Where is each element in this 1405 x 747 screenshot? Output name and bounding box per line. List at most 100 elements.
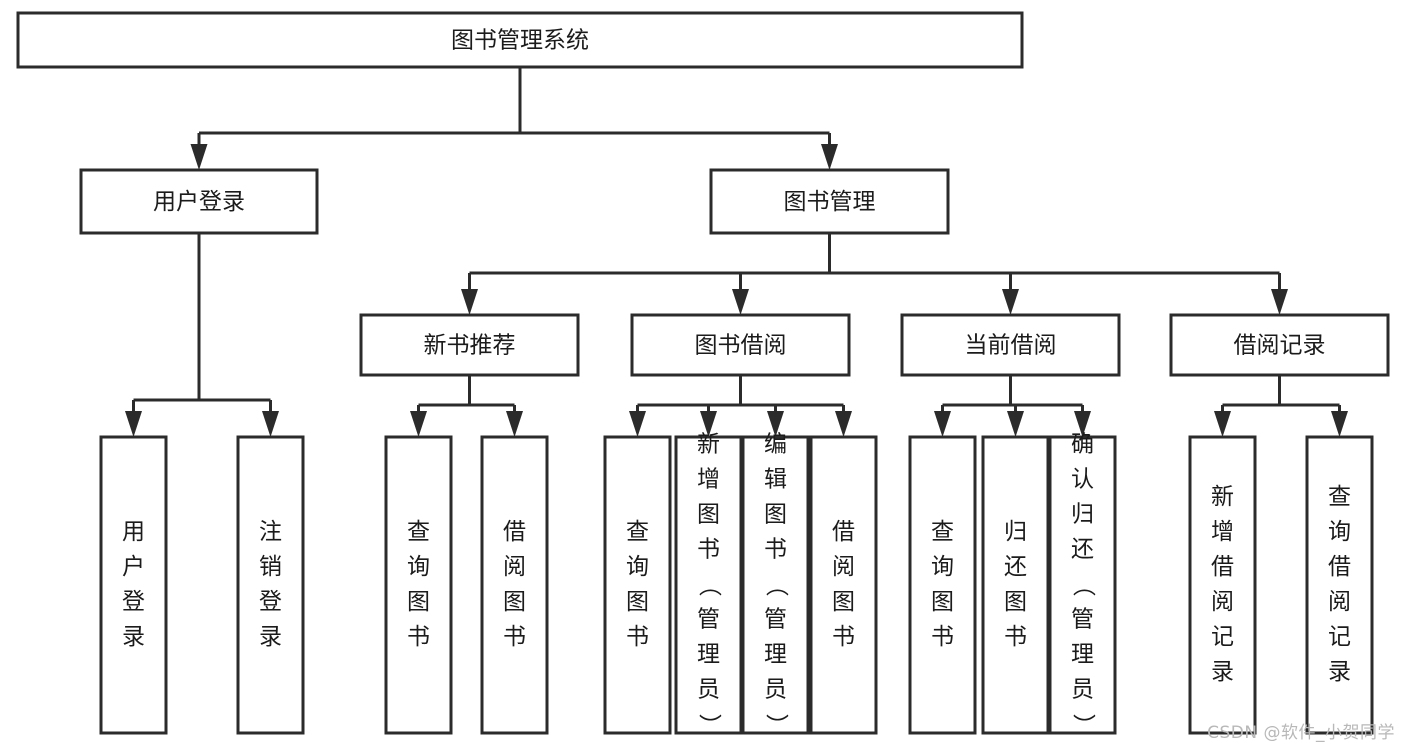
- arrow-head-icon: [1214, 411, 1231, 437]
- node-box: [741, 435, 810, 735]
- node-label-char: 询: [626, 554, 649, 580]
- node-label-char: 注: [259, 519, 282, 545]
- node-box: [900, 313, 1121, 377]
- node-current-borrow[interactable]: 当前借阅: [900, 313, 1121, 377]
- node-box: [709, 168, 950, 235]
- node-label-char: 记: [1328, 624, 1351, 650]
- arrow-head-icon: [700, 411, 717, 437]
- node-label-char: 书: [1004, 624, 1027, 650]
- node-box: [603, 435, 672, 735]
- node-label-char: 查: [626, 519, 649, 545]
- node-label-char: 询: [931, 554, 954, 580]
- node-box: [908, 435, 977, 735]
- node-label-char: 书: [832, 624, 855, 650]
- node-label-char: 归: [1071, 502, 1094, 528]
- node-box: [1188, 435, 1257, 735]
- node-borrow-record[interactable]: 借阅记录: [1169, 313, 1390, 377]
- node-user-login[interactable]: 用户登录: [79, 168, 319, 235]
- node-label-char: 图: [503, 589, 526, 615]
- node-box: [16, 11, 1024, 69]
- node-leaf-user-login[interactable]: 用户登录: [99, 435, 168, 735]
- node-book-borrow[interactable]: 图书借阅: [630, 313, 851, 377]
- arrow-head-icon: [1271, 289, 1288, 315]
- node-box: [384, 435, 453, 735]
- node-label-char: 借: [832, 519, 855, 545]
- node-label-char: 阅: [1211, 589, 1234, 615]
- node-label-char: 图: [626, 589, 649, 615]
- node-label-char: 询: [407, 554, 430, 580]
- node-label-char: 销: [259, 554, 282, 580]
- node-label-char: 认: [1071, 467, 1094, 493]
- arrow-head-icon: [461, 289, 478, 315]
- node-label-char: 编: [764, 432, 787, 458]
- node-label: 借阅记录: [1234, 333, 1326, 359]
- node-label-char: ）: [763, 714, 789, 737]
- node-box: [79, 168, 319, 235]
- node-layer: 图书管理系统用户登录图书管理新书推荐图书借阅当前借阅借阅记录用户登录注销登录查询…: [16, 11, 1390, 737]
- node-label-char: 询: [1328, 519, 1351, 545]
- node-box: [981, 435, 1050, 735]
- node-label-char: 登: [259, 589, 282, 615]
- arrow-head-icon: [1074, 411, 1091, 437]
- node-label-char: 图: [931, 589, 954, 615]
- node-label-char: 用: [122, 519, 145, 545]
- node-box: [236, 435, 305, 735]
- node-label-char: 理: [697, 642, 720, 668]
- node-label-char: 书: [503, 624, 526, 650]
- node-label-char: 理: [1071, 642, 1094, 668]
- node-label-char: ）: [696, 714, 722, 737]
- node-label-char: 辑: [764, 467, 787, 493]
- node-root[interactable]: 图书管理系统: [16, 11, 1024, 69]
- arrow-head-icon: [410, 411, 427, 437]
- node-label-char: 新: [697, 432, 720, 458]
- node-label-char: 员: [764, 677, 787, 703]
- node-label-char: 书: [407, 624, 430, 650]
- node-label-char: 书: [697, 537, 720, 563]
- node-label-char: 书: [626, 624, 649, 650]
- node-book-manage[interactable]: 图书管理: [709, 168, 950, 235]
- node-new-book-rec[interactable]: 新书推荐: [359, 313, 580, 377]
- node-label-char: 借: [503, 519, 526, 545]
- node-box: [630, 313, 851, 377]
- node-label: 图书管理: [784, 189, 876, 215]
- node-label: 新书推荐: [424, 333, 516, 359]
- node-label: 图书借阅: [695, 333, 787, 359]
- node-label-char: 增: [697, 467, 720, 493]
- arrow-head-icon: [506, 411, 523, 437]
- node-label: 图书管理系统: [451, 28, 589, 54]
- node-label-char: 阅: [832, 554, 855, 580]
- node-label-char: 查: [1328, 484, 1351, 510]
- node-label-char: 归: [1004, 519, 1027, 545]
- node-box: [480, 435, 549, 735]
- node-label-char: 图: [407, 589, 430, 615]
- node-label-char: 图: [764, 502, 787, 528]
- node-label: 用户登录: [153, 189, 245, 215]
- node-label-char: 管: [1071, 607, 1094, 633]
- node-label-char: 管: [697, 607, 720, 633]
- node-label: 用户登录: [122, 519, 145, 650]
- node-box: [1305, 435, 1374, 735]
- node-label-char: 还: [1004, 554, 1027, 580]
